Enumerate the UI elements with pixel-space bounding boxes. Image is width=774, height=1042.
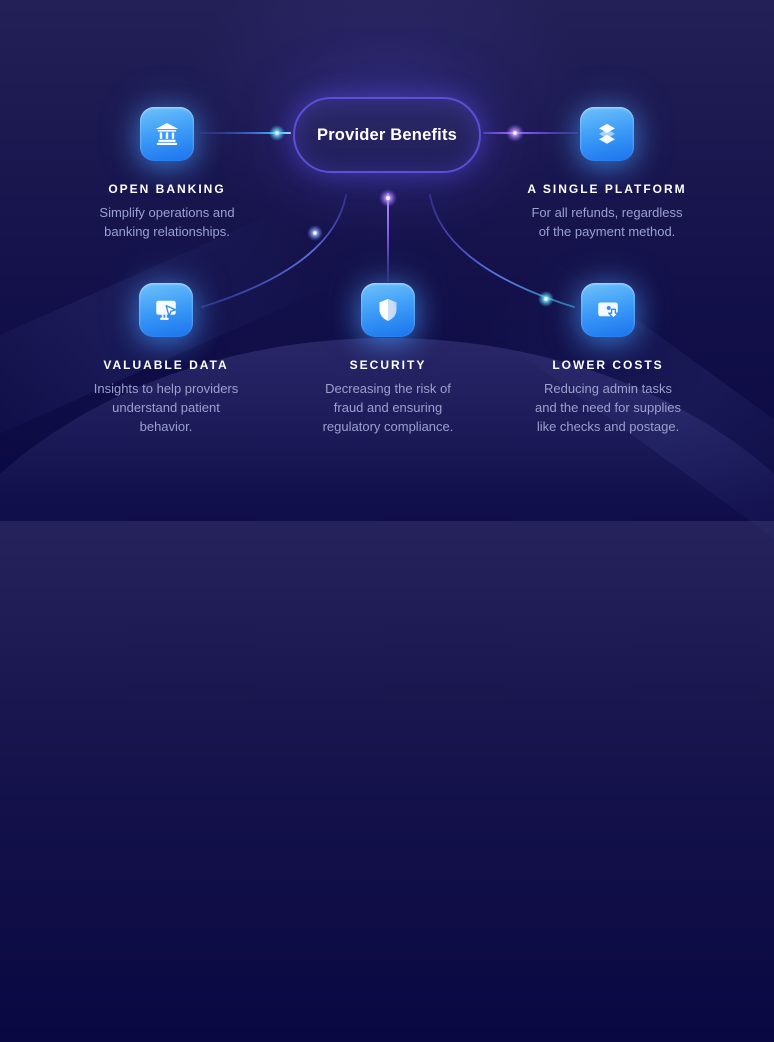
connector-lines [199,124,578,308]
screen-cursor-icon [139,283,193,337]
benefit-a-single-platform: A SINGLE PLATFORM For all refunds, regar… [507,107,707,241]
benefit-description: Insights to help providers understand pa… [93,381,239,434]
layers-icon [580,107,634,161]
benefit-title: LOWER COSTS [552,358,664,372]
benefit-description: Reducing admin tasks and the need for su… [535,381,681,434]
benefit-title: SECURITY [349,358,427,372]
benefit-valuable-data: VALUABLE DATA Insights to help providers… [66,283,266,436]
benefit-open-banking: OPEN BANKING Simplify operations and ban… [67,107,267,241]
bank-icon [140,107,194,161]
center-node: Provider Benefits [293,97,481,173]
benefit-title: VALUABLE DATA [103,358,229,372]
benefit-title: A SINGLE PLATFORM [527,182,687,196]
card-download-icon [581,283,635,337]
benefit-title: OPEN BANKING [108,182,226,196]
benefit-security: SECURITY Decreasing the risk of fraud an… [288,283,488,436]
shield-icon [361,283,415,337]
benefit-description: For all refunds, regardless of the payme… [531,205,683,239]
background-dome [0,338,774,1042]
benefit-description: Simplify operations and banking relation… [99,205,235,239]
benefit-description: Decreasing the risk of fraud and ensurin… [322,381,454,434]
benefit-lower-costs: LOWER COSTS Reducing admin tasks and the… [508,283,708,436]
center-node-label: Provider Benefits [316,125,458,144]
